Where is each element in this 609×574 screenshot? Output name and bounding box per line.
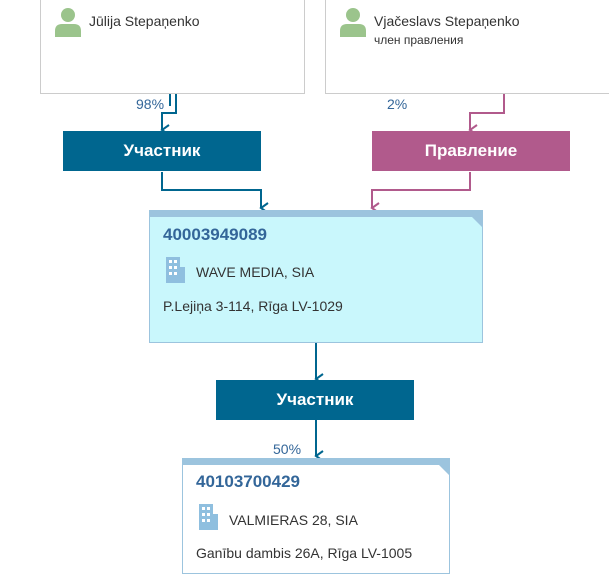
person-name[interactable]: Jūlija Stepaņenko (89, 13, 200, 29)
card-corner-fold (433, 459, 449, 475)
company-address: Ganību dambis 26A, Rīga LV-1005 (196, 545, 413, 561)
person-icon (340, 8, 366, 37)
person-name[interactable]: Vjačeslavs Stepaņenko (374, 13, 520, 29)
company-name[interactable]: VALMIERAS 28, SIA (229, 512, 358, 528)
building-icon (199, 504, 218, 530)
share-valmieras: 50% (273, 441, 302, 457)
connector-vjaceslavs-to-board (468, 94, 505, 136)
company-reg-number[interactable]: 40103700429 (196, 472, 301, 491)
person-role: член правления (374, 33, 464, 47)
card-corner-fold (466, 211, 482, 227)
person-card-vjaceslavs[interactable]: Vjačeslavs Stepaņenko член правления (325, 0, 609, 94)
company-card-wave-media[interactable]: 40003949089 WAVE MEDIA, SIA P.Lejiņa 3-1… (149, 210, 483, 343)
company-address: P.Lejiņa 3-114, Rīga LV-1029 (163, 298, 343, 314)
board-role-box: Правление (372, 131, 570, 171)
company-reg-number[interactable]: 40003949089 (163, 225, 268, 244)
building-icon (166, 257, 185, 283)
person-icon (55, 8, 81, 37)
share-vjaceslavs: 2% (387, 96, 408, 112)
company-card-valmieras[interactable]: 40103700429 VALMIERAS 28, SIA Ganību dam… (182, 458, 450, 574)
connector-board-to-wave (370, 172, 471, 214)
share-julija: 98% (136, 96, 165, 112)
person-card-julija[interactable]: Jūlija Stepaņenko (40, 0, 305, 94)
connector-participant-to-wave (161, 172, 269, 214)
card-top-bar (150, 211, 482, 217)
participant-role-box-bottom: Участник (216, 380, 414, 420)
company-name[interactable]: WAVE MEDIA, SIA (196, 264, 315, 280)
participant-role-box-top: Участник (63, 131, 261, 171)
card-top-bar (183, 459, 449, 465)
connector-julija-to-participant (160, 94, 177, 136)
